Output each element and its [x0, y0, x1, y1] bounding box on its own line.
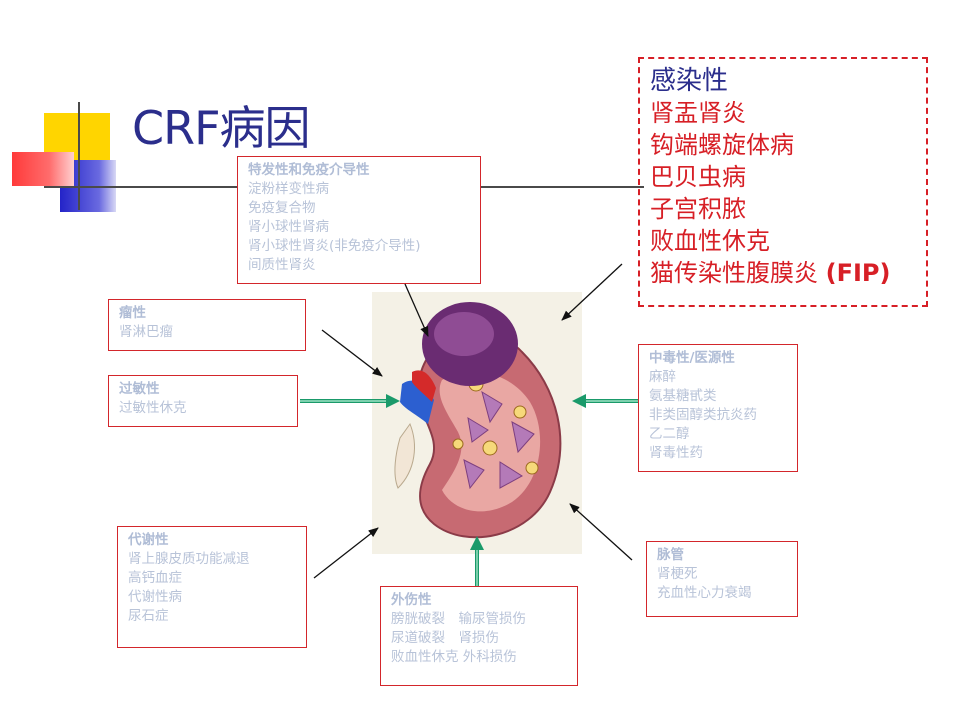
arrow-from-idiopathic	[404, 283, 429, 337]
box-idiopathic-immune: 特发性和免疫介导性 淀粉样变性病 免疫复合物 肾小球性肾病 肾小球性肾炎(非免疫…	[237, 156, 481, 284]
box-toxic-item: 氨基糖甙类	[649, 388, 717, 404]
infection-item-fip: 猫传染性腹膜炎 (FIP)	[650, 257, 916, 289]
box-idiopathic-item: 间质性肾炎	[248, 257, 316, 273]
box-idiopathic-item: 肾小球性肾炎(非免疫介导性)	[248, 238, 421, 254]
box-toxic-item: 肾毒性药	[649, 445, 703, 461]
box-trauma-item: 败血性休克 外科损伤	[391, 649, 517, 665]
arrow-from-infection	[561, 263, 623, 321]
box-toxic-iatrogenic: 中毒性/医源性 麻醉 氨基糖甙类 非类固醇类抗炎药 乙二醇 肾毒性药	[638, 344, 798, 472]
box-vascular-item: 肾梗死	[657, 566, 698, 582]
infection-item: 肾盂肾炎	[650, 99, 746, 127]
infection-heading: 感染性	[650, 66, 729, 96]
box-allergic-heading: 过敏性	[119, 381, 160, 397]
arrow-from-vascular	[569, 503, 633, 561]
infection-item-fip-abbr: (FIP)	[825, 259, 891, 287]
box-vascular-item: 充血性心力衰竭	[657, 585, 752, 601]
infection-item: 败血性休克	[650, 227, 770, 255]
box-vascular-heading: 脉管	[657, 547, 684, 563]
box-toxic-item: 非类固醇类抗炎药	[649, 407, 757, 423]
box-metabolic-item: 肾上腺皮质功能减退	[128, 551, 250, 567]
box-infection: 感染性 肾盂肾炎 钩端螺旋体病 巴贝虫病 子宫积脓 败血性休克 猫传染性腹膜炎 …	[638, 57, 928, 307]
box-trauma-heading: 外伤性	[391, 592, 432, 608]
box-metabolic-heading: 代谢性	[128, 532, 169, 548]
box-tumor: 瘤性 肾淋巴瘤	[108, 299, 306, 351]
box-metabolic-item: 尿石症	[128, 608, 169, 624]
box-toxic-heading: 中毒性/医源性	[649, 350, 735, 366]
box-toxic-item: 乙二醇	[649, 426, 690, 442]
box-trauma-item: 尿道破裂 肾损伤	[391, 630, 499, 646]
box-tumor-item: 肾淋巴瘤	[119, 324, 173, 340]
box-idiopathic-item: 免疫复合物	[248, 200, 316, 216]
box-metabolic: 代谢性 肾上腺皮质功能减退 高钙血症 代谢性病 尿石症	[117, 526, 307, 648]
box-metabolic-item: 代谢性病	[128, 589, 182, 605]
box-allergic: 过敏性 过敏性休克	[108, 375, 298, 427]
arrow-from-toxic	[572, 394, 638, 408]
box-idiopathic-heading: 特发性和免疫介导性	[248, 162, 370, 178]
slide-title: CRF病因	[132, 101, 311, 155]
arrow-from-trauma	[470, 536, 484, 586]
box-trauma: 外伤性 膀胱破裂 输尿管损伤 尿道破裂 肾损伤 败血性休克 外科损伤	[380, 586, 578, 686]
infection-item-fip-label: 猫传染性腹膜炎	[650, 259, 818, 287]
decor-red-square	[12, 152, 74, 186]
infection-item: 子宫积脓	[650, 195, 746, 223]
box-trauma-item: 膀胱破裂 输尿管损伤	[391, 611, 526, 627]
infection-item: 巴贝虫病	[650, 163, 746, 191]
box-vascular: 脉管 肾梗死 充血性心力衰竭	[646, 541, 798, 617]
box-toxic-item: 麻醉	[649, 369, 676, 385]
box-tumor-heading: 瘤性	[119, 305, 146, 321]
kidney-illustration	[372, 292, 582, 554]
arrow-from-metabolic	[313, 527, 379, 579]
arrow-from-allergic	[300, 394, 400, 408]
arrow-from-tumor	[321, 329, 383, 377]
box-metabolic-item: 高钙血症	[128, 570, 182, 586]
infection-item: 钩端螺旋体病	[650, 131, 794, 159]
box-idiopathic-item: 淀粉样变性病	[248, 181, 329, 197]
box-idiopathic-item: 肾小球性肾病	[248, 219, 329, 235]
decor-vertical-line	[78, 102, 80, 210]
box-allergic-item: 过敏性休克	[119, 400, 187, 416]
